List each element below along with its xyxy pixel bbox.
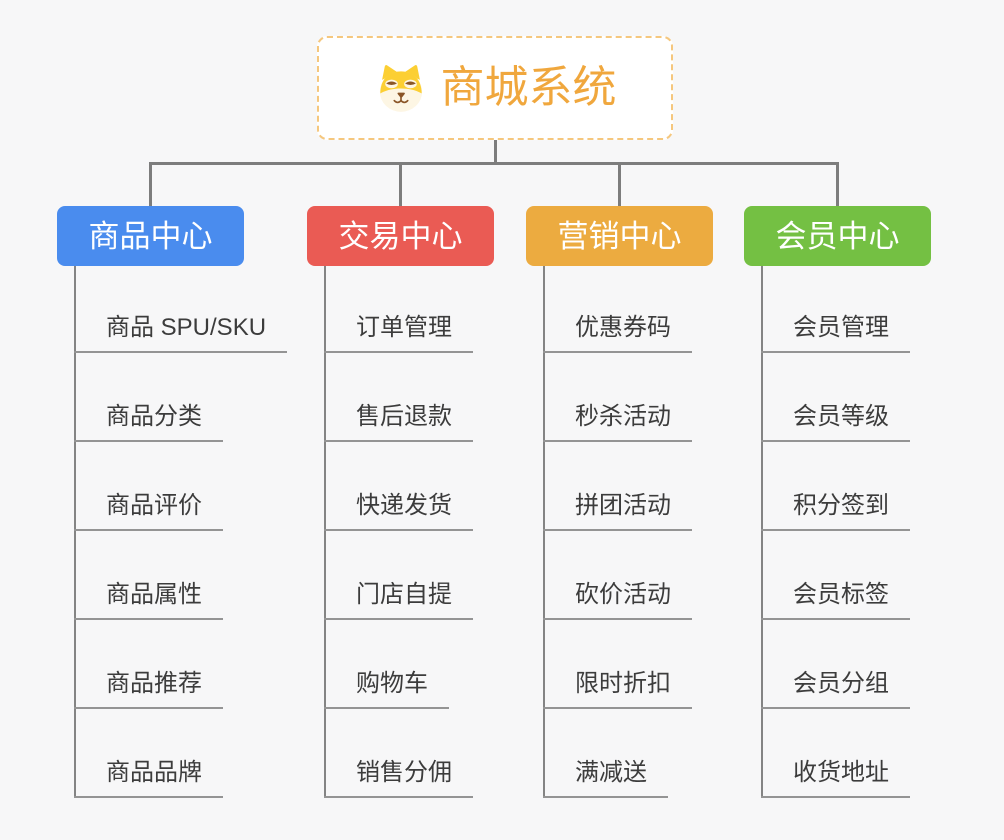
leaf-node[interactable]: 限时折扣 bbox=[543, 669, 692, 709]
leaf-row: 销售分佣 bbox=[324, 709, 473, 798]
children-connector-line bbox=[324, 266, 326, 798]
leaf-row: 商品品牌 bbox=[74, 709, 287, 798]
leaf-row: 快递发货 bbox=[324, 442, 473, 531]
leaf-node[interactable]: 商品品牌 bbox=[74, 758, 223, 798]
leaf-node[interactable]: 售后退款 bbox=[324, 402, 473, 442]
leaf-row: 门店自提 bbox=[324, 531, 473, 620]
branch-drop-line bbox=[836, 161, 839, 207]
leaf-row: 商品评价 bbox=[74, 442, 287, 531]
leaf-node[interactable]: 商品分类 bbox=[74, 402, 223, 442]
leaf-row: 订单管理 bbox=[324, 264, 473, 353]
leaf-node[interactable]: 快递发货 bbox=[324, 491, 473, 531]
root-node[interactable]: 商城系统 bbox=[317, 36, 673, 140]
branch-node-marketing-center[interactable]: 营销中心 bbox=[526, 206, 713, 266]
children-list: 订单管理 售后退款 快递发货 门店自提 购物车 销售分佣 bbox=[324, 264, 473, 798]
leaf-row: 商品属性 bbox=[74, 531, 287, 620]
leaf-row: 拼团活动 bbox=[543, 442, 692, 531]
leaf-node[interactable]: 拼团活动 bbox=[543, 491, 692, 531]
leaf-node[interactable]: 会员等级 bbox=[761, 402, 910, 442]
leaf-node[interactable]: 订单管理 bbox=[324, 313, 473, 353]
branch-node-product-center[interactable]: 商品中心 bbox=[57, 206, 244, 266]
branch-group-product-center: 商品中心 商品 SPU/SKU 商品分类 商品评价 商品属性 商品推荐 商品品牌 bbox=[57, 206, 288, 798]
leaf-node[interactable]: 秒杀活动 bbox=[543, 402, 692, 442]
leaf-node[interactable]: 会员管理 bbox=[761, 313, 910, 353]
leaf-node[interactable]: 会员分组 bbox=[761, 669, 910, 709]
branch-node-trade-center[interactable]: 交易中心 bbox=[307, 206, 494, 266]
leaf-row: 会员分组 bbox=[761, 620, 910, 709]
leaf-row: 限时折扣 bbox=[543, 620, 692, 709]
leaf-row: 砍价活动 bbox=[543, 531, 692, 620]
leaf-row: 会员管理 bbox=[761, 264, 910, 353]
leaf-node[interactable]: 优惠券码 bbox=[543, 313, 692, 353]
children-list: 优惠券码 秒杀活动 拼团活动 砍价活动 限时折扣 满减送 bbox=[543, 264, 692, 798]
leaf-node[interactable]: 门店自提 bbox=[324, 580, 473, 620]
children-connector-line bbox=[74, 266, 76, 798]
children-connector-line bbox=[761, 266, 763, 798]
leaf-node[interactable]: 商品推荐 bbox=[74, 669, 223, 709]
leaf-node[interactable]: 会员标签 bbox=[761, 580, 910, 620]
leaf-row: 收货地址 bbox=[761, 709, 910, 798]
leaf-row: 售后退款 bbox=[324, 353, 473, 442]
leaf-node[interactable]: 砍价活动 bbox=[543, 580, 692, 620]
leaf-node[interactable]: 积分签到 bbox=[761, 491, 910, 531]
leaf-row: 购物车 bbox=[324, 620, 473, 709]
branch-group-marketing-center: 营销中心 优惠券码 秒杀活动 拼团活动 砍价活动 限时折扣 满减送 bbox=[526, 206, 713, 798]
leaf-node[interactable]: 销售分佣 bbox=[324, 758, 473, 798]
branch-node-member-center[interactable]: 会员中心 bbox=[744, 206, 931, 266]
leaf-node[interactable]: 商品 SPU/SKU bbox=[74, 313, 288, 353]
root-stem-line bbox=[493, 140, 497, 163]
leaf-node[interactable]: 商品评价 bbox=[74, 491, 223, 531]
leaf-row: 会员等级 bbox=[761, 353, 910, 442]
leaf-row: 商品分类 bbox=[74, 353, 287, 442]
branch-drop-line bbox=[618, 161, 621, 207]
leaf-row: 秒杀活动 bbox=[543, 353, 692, 442]
leaf-node[interactable]: 购物车 bbox=[324, 669, 449, 709]
branch-drop-line bbox=[149, 161, 152, 207]
leaf-row: 优惠券码 bbox=[543, 264, 692, 353]
leaf-row: 商品 SPU/SKU bbox=[74, 264, 288, 353]
leaf-node[interactable]: 收货地址 bbox=[761, 758, 910, 798]
branch-group-member-center: 会员中心 会员管理 会员等级 积分签到 会员标签 会员分组 收货地址 bbox=[744, 206, 931, 798]
leaf-row: 积分签到 bbox=[761, 442, 910, 531]
branch-bus-line bbox=[149, 161, 839, 165]
leaf-row: 满减送 bbox=[543, 709, 692, 798]
dog-face-icon bbox=[379, 65, 422, 112]
branch-group-trade-center: 交易中心 订单管理 售后退款 快递发货 门店自提 购物车 销售分佣 bbox=[307, 206, 494, 798]
branch-drop-line bbox=[399, 161, 402, 207]
leaf-row: 会员标签 bbox=[761, 531, 910, 620]
leaf-node[interactable]: 满减送 bbox=[543, 758, 668, 798]
children-list: 商品 SPU/SKU 商品分类 商品评价 商品属性 商品推荐 商品品牌 bbox=[74, 264, 288, 798]
children-list: 会员管理 会员等级 积分签到 会员标签 会员分组 收货地址 bbox=[761, 264, 910, 798]
leaf-node[interactable]: 商品属性 bbox=[74, 580, 223, 620]
root-title: 商城系统 bbox=[440, 63, 617, 112]
leaf-row: 商品推荐 bbox=[74, 620, 287, 709]
children-connector-line bbox=[543, 266, 545, 798]
